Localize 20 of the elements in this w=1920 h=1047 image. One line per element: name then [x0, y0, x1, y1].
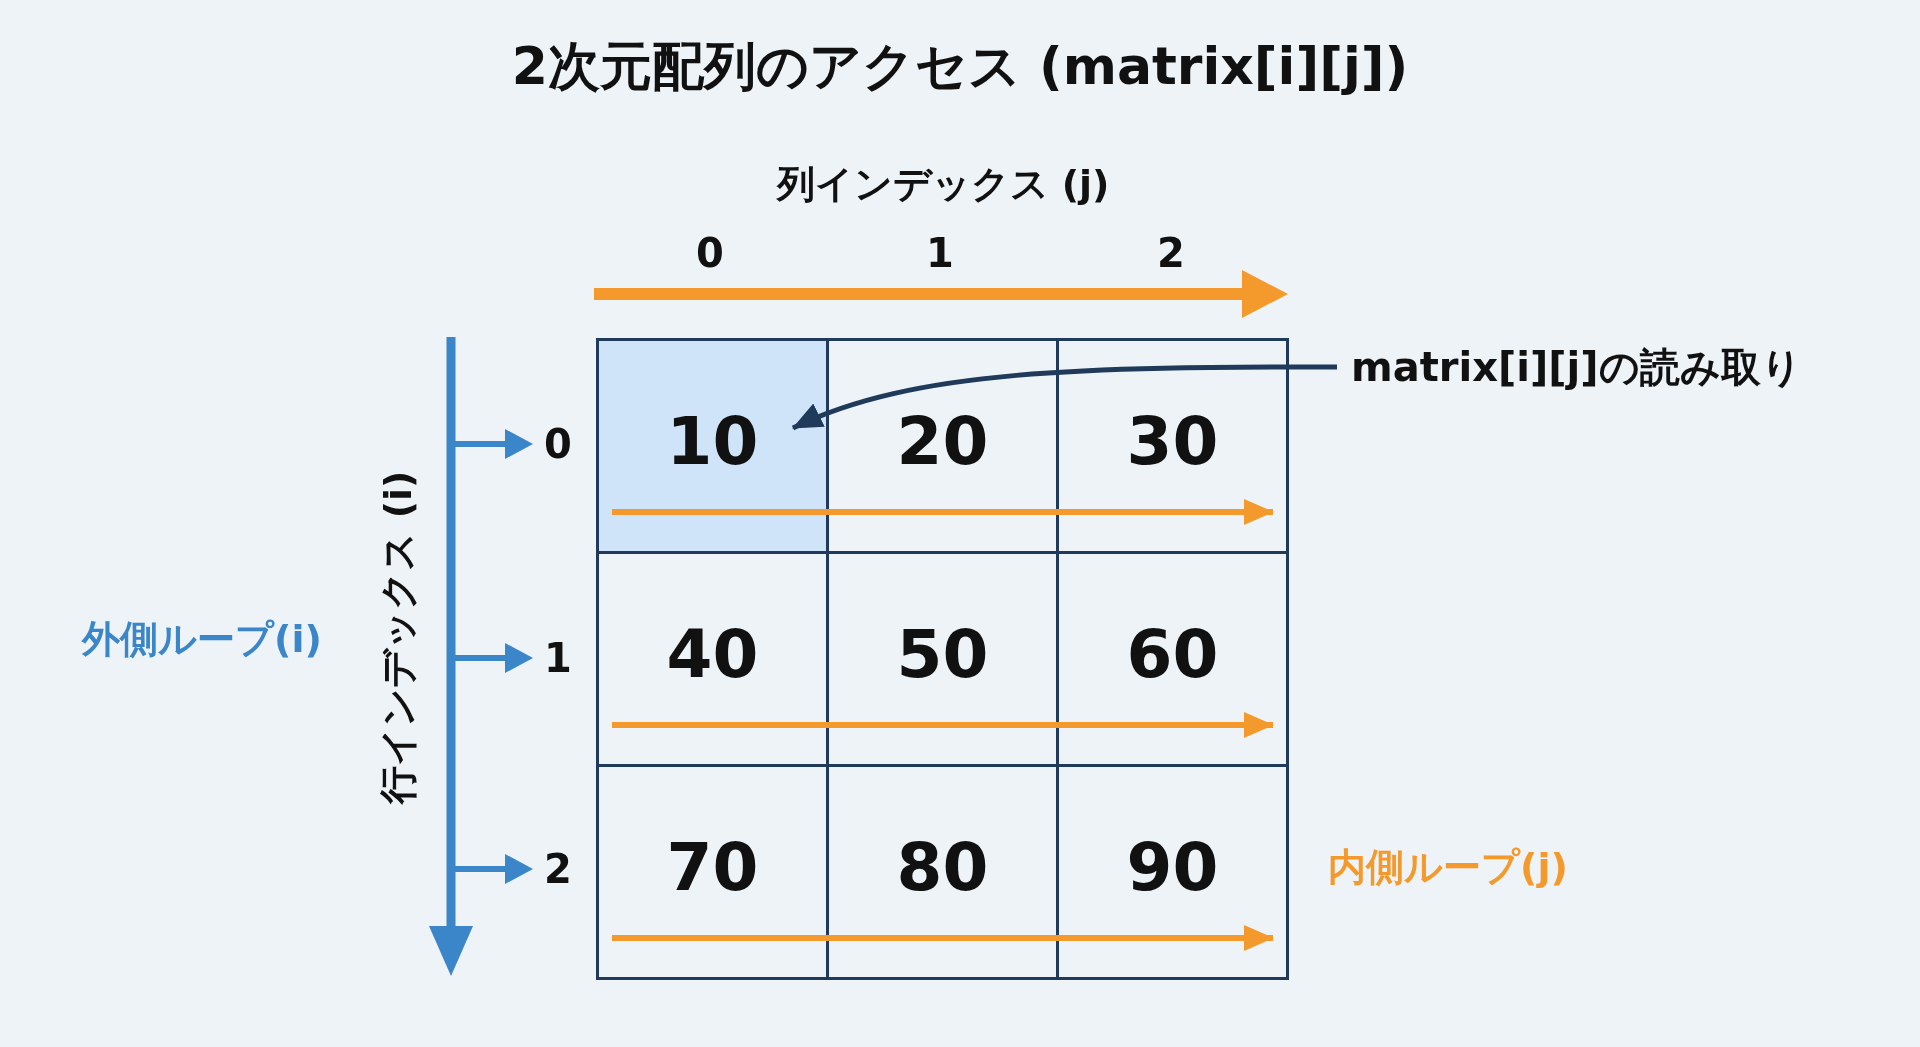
row-index: 0	[544, 421, 572, 467]
loop-arrow	[827, 925, 1274, 951]
column-index: 1	[926, 230, 954, 276]
title: 2次元配列のアクセス (matrix[i][j])	[511, 35, 1409, 98]
loop-label: 外側ループ(i)	[82, 615, 322, 663]
loop-label: 内側ループ(j)	[1328, 843, 1568, 891]
row-index: 2	[544, 846, 572, 892]
axis-label: 列インデックス (j)	[776, 160, 1110, 208]
matrix-cell: 30	[1056, 338, 1289, 554]
matrix-cell: 10	[596, 338, 829, 554]
column-index: 0	[696, 230, 724, 276]
row-index: 1	[544, 635, 572, 681]
loop-arrow	[827, 499, 1274, 525]
matrix-cell: 90	[1056, 764, 1289, 980]
matrix-cell: 70	[596, 764, 829, 980]
callout-arrow	[792, 364, 1337, 431]
callout-text: matrix[i][j]の読み取り	[1351, 340, 1802, 395]
loop-arrow	[827, 712, 1274, 738]
axis-label: 行インデックス (i)	[374, 470, 421, 804]
column-index: 2	[1157, 230, 1185, 276]
